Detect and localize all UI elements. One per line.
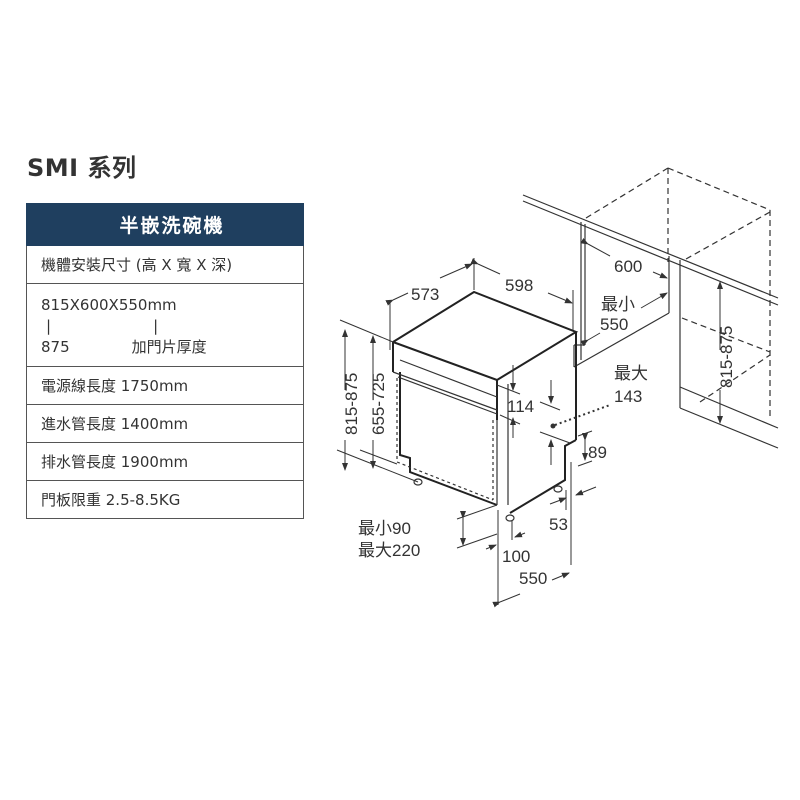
cabinet-lines — [522, 167, 779, 449]
feet — [413, 478, 563, 522]
table-header: 半嵌洗碗機 — [26, 203, 304, 246]
install-size-value: 815X600X550mm — [41, 295, 177, 314]
dim-niche-height: 815-875 — [717, 326, 736, 388]
series-title: SMI 系列 — [27, 154, 137, 182]
dishwasher-body — [392, 290, 579, 514]
dim-max-label: 最大 — [614, 364, 648, 383]
dim-plinth-min: 最小90 — [358, 519, 411, 538]
dim-550: 550 — [519, 569, 547, 588]
dim-depth-top: 573 — [411, 285, 439, 304]
dim-89: 89 — [588, 443, 607, 462]
drain-point — [550, 423, 556, 429]
dim-height-body: 655-725 — [369, 373, 388, 435]
door-weight-limit: 門板限重 2.5-8.5KG — [26, 480, 304, 519]
dim-panel: 114 — [507, 397, 534, 416]
dim-100: 100 — [502, 547, 530, 566]
inlet-hose-length: 進水管長度 1400mm — [26, 404, 304, 443]
dim-niche-depth-value: 550 — [600, 315, 628, 334]
dim-niche-width: 600 — [614, 257, 642, 276]
install-size-ticks: || — [46, 316, 159, 335]
dim-max-value: 143 — [614, 387, 642, 406]
dim-53: 53 — [549, 515, 568, 534]
spec-table: 半嵌洗碗機 機體安裝尺寸 (高 X 寬 X 深) 815X600X550mm |… — [26, 203, 304, 519]
dim-plinth-max: 最大220 — [358, 541, 420, 560]
dim-height-total: 815-875 — [342, 373, 361, 435]
dim-width-top: 598 — [505, 276, 533, 295]
dim-niche-depth-label: 最小 — [601, 295, 635, 314]
